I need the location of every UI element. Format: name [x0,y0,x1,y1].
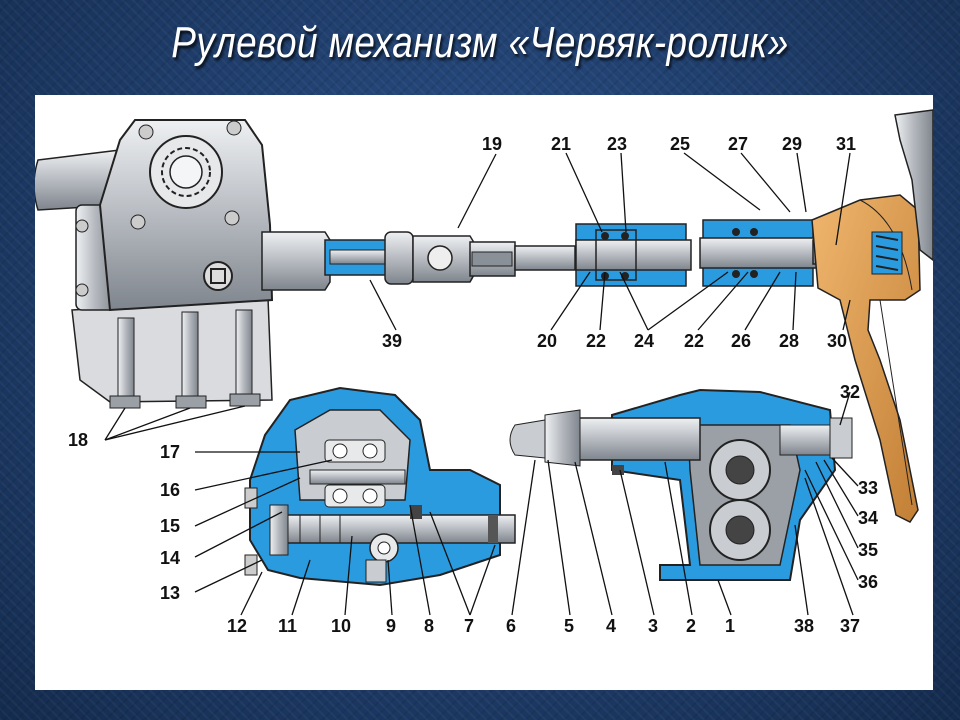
callout-15: 15 [160,516,180,536]
callout-26: 26 [731,331,751,351]
callout-22-left: 22 [586,331,606,351]
callout-22-right: 22 [684,331,704,351]
callout-33: 33 [858,478,878,498]
leader-lines [104,152,859,616]
callout-6: 6 [506,616,516,636]
callout-31: 31 [836,134,856,154]
gearbox-section-right [509,388,853,581]
callout-28: 28 [779,331,799,351]
callout-32: 32 [840,382,860,402]
callout-5: 5 [564,616,574,636]
callout-17: 17 [160,442,180,462]
callout-27: 27 [728,134,748,154]
callout-36: 36 [858,572,878,592]
callout-37: 37 [840,616,860,636]
splined-shaft-end [149,135,223,209]
sector-shaft [564,417,701,461]
gearbox-section-left [244,386,516,587]
callout-2: 2 [686,616,696,636]
callout-25: 25 [670,134,690,154]
callout-3: 3 [648,616,658,636]
callout-21: 21 [551,134,571,154]
callout-30: 30 [827,331,847,351]
callout-4: 4 [606,616,616,636]
callout-9: 9 [386,616,396,636]
diagram-canvas: 19 21 23 25 27 29 31 39 20 22 24 22 26 2… [35,109,933,636]
callout-19: 19 [482,134,502,154]
steering-wheel [811,109,933,523]
bearing-sleeve-right [699,219,826,287]
callout-8: 8 [424,616,434,636]
callout-35: 35 [858,540,878,560]
callout-20: 20 [537,331,557,351]
callout-13: 13 [160,583,180,603]
callout-34: 34 [858,508,878,528]
callout-1: 1 [725,616,735,636]
worm-shaft [284,514,516,544]
callout-10: 10 [331,616,351,636]
callout-14: 14 [160,548,180,568]
callout-12: 12 [227,616,247,636]
worm-housing-neck [261,231,331,291]
callout-16: 16 [160,480,180,500]
callout-18: 18 [68,430,88,450]
callout-39: 39 [382,331,402,351]
callout-7: 7 [464,616,474,636]
callout-38: 38 [794,616,814,636]
bracket-bolts [109,309,261,409]
bearing-sleeve-left [575,223,692,287]
bearing-races [709,439,771,561]
steering-mechanism-figure: 19 21 23 25 27 29 31 39 20 22 24 22 26 2… [35,95,933,690]
callout-23: 23 [607,134,627,154]
gearbox-housing [98,119,274,312]
callout-numbers: 19 21 23 25 27 29 31 39 20 22 24 22 26 2… [68,134,878,636]
callout-11: 11 [278,616,297,636]
callout-24: 24 [634,331,654,351]
roller [309,439,406,508]
intermediate-shaft [514,245,576,271]
slide-title: Рулевой механизм «Червяк-ролик» [171,18,789,67]
top-assembly [35,109,933,523]
universal-joint [384,231,516,285]
callout-29: 29 [782,134,802,154]
